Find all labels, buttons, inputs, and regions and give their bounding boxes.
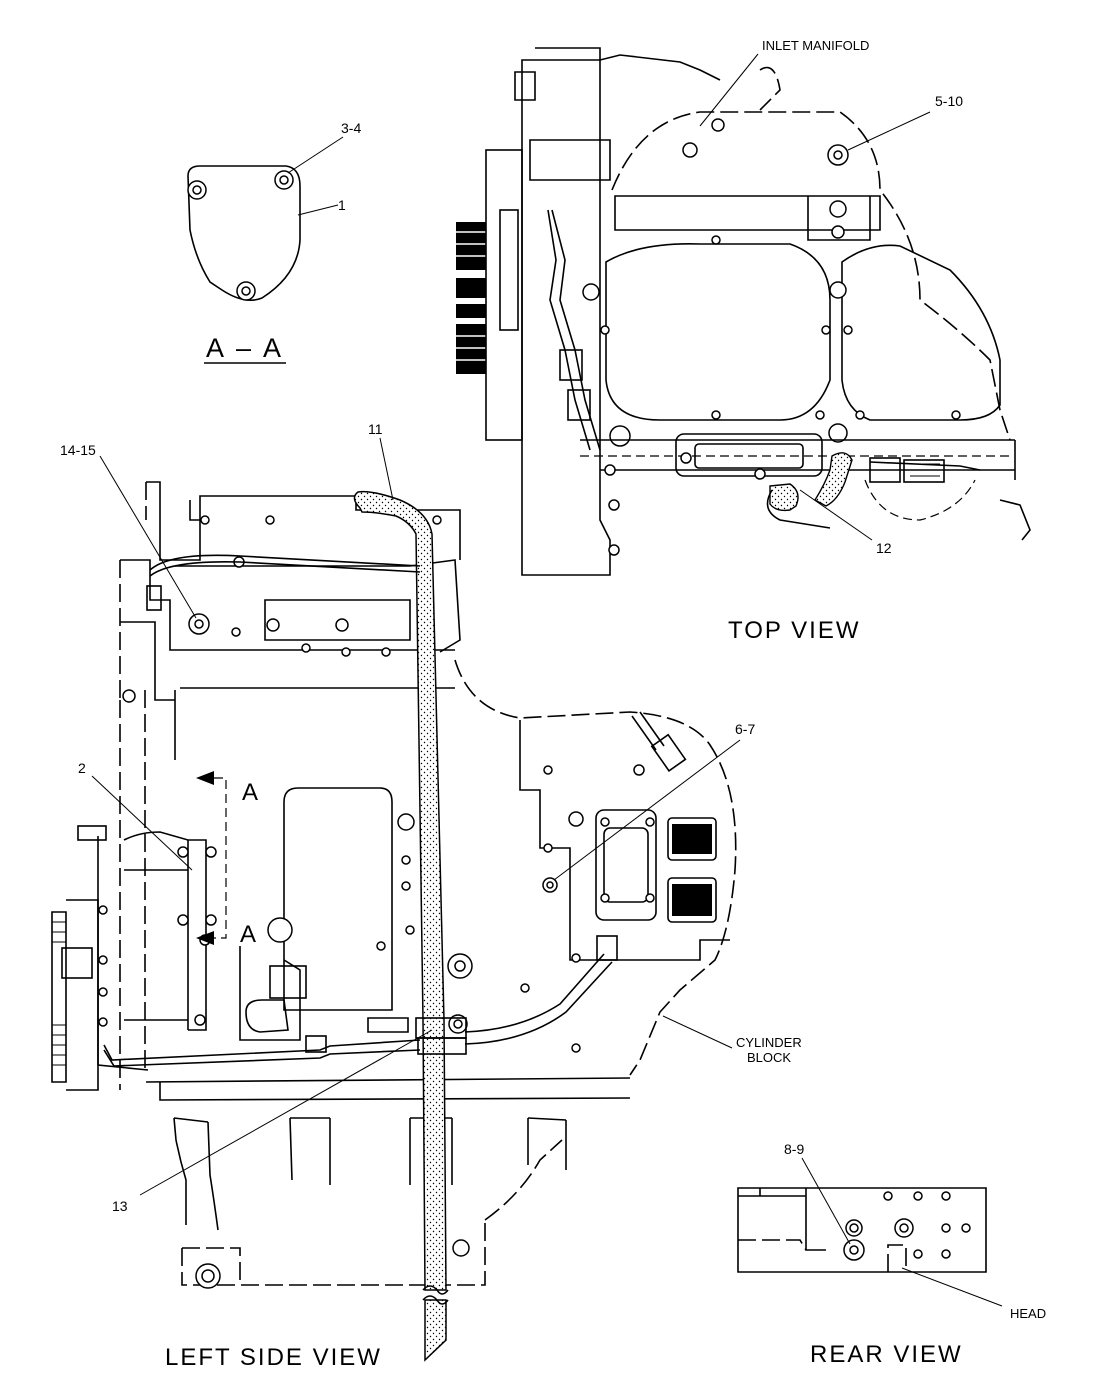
label-cylinder-block-line1: CYLINDER	[736, 1035, 802, 1050]
label-cylinder-block-line2: BLOCK	[747, 1050, 791, 1065]
section-cut-line: A A	[196, 771, 260, 948]
callout-11: 11	[368, 421, 383, 437]
rear-view: 8-9 HEAD REAR VIEW	[737, 1141, 1046, 1368]
section-marker-upper: A	[242, 779, 260, 806]
label-head: HEAD	[1010, 1306, 1046, 1321]
callout-14-15: 14-15	[60, 442, 96, 458]
pulley-stack	[456, 222, 486, 374]
top-view-title: TOP VIEW	[728, 617, 860, 644]
hose-12	[769, 483, 799, 512]
section-marker-lower: A	[240, 921, 258, 948]
left-side-view-title: LEFT SIDE VIEW	[165, 1344, 382, 1371]
callout-1: 1	[338, 197, 346, 213]
callout-5-10: 5-10	[935, 93, 963, 109]
cover-plate	[187, 165, 301, 301]
ecm-module	[519, 720, 730, 1053]
section-a-a-view: 3-4 1 A – A	[187, 120, 361, 364]
dipstick-tube-11	[353, 490, 449, 1362]
callout-12: 12	[876, 540, 892, 556]
rear-view-title: REAR VIEW	[810, 1341, 963, 1368]
callout-13: 13	[112, 1198, 128, 1214]
crank-pulley	[51, 899, 99, 1091]
label-inlet-manifold: INLET MANIFOLD	[762, 38, 869, 53]
section-a-a-title: A – A	[206, 333, 284, 363]
callout-6-7: 6-7	[735, 721, 755, 737]
callout-3-4: 3-4	[341, 120, 361, 136]
callout-8-9: 8-9	[784, 1141, 804, 1157]
callout-2: 2	[78, 760, 86, 776]
left-side-view: A A	[51, 421, 802, 1371]
top-view: INLET MANIFOLD 5-10 12 TOP VIEW	[456, 38, 1031, 644]
